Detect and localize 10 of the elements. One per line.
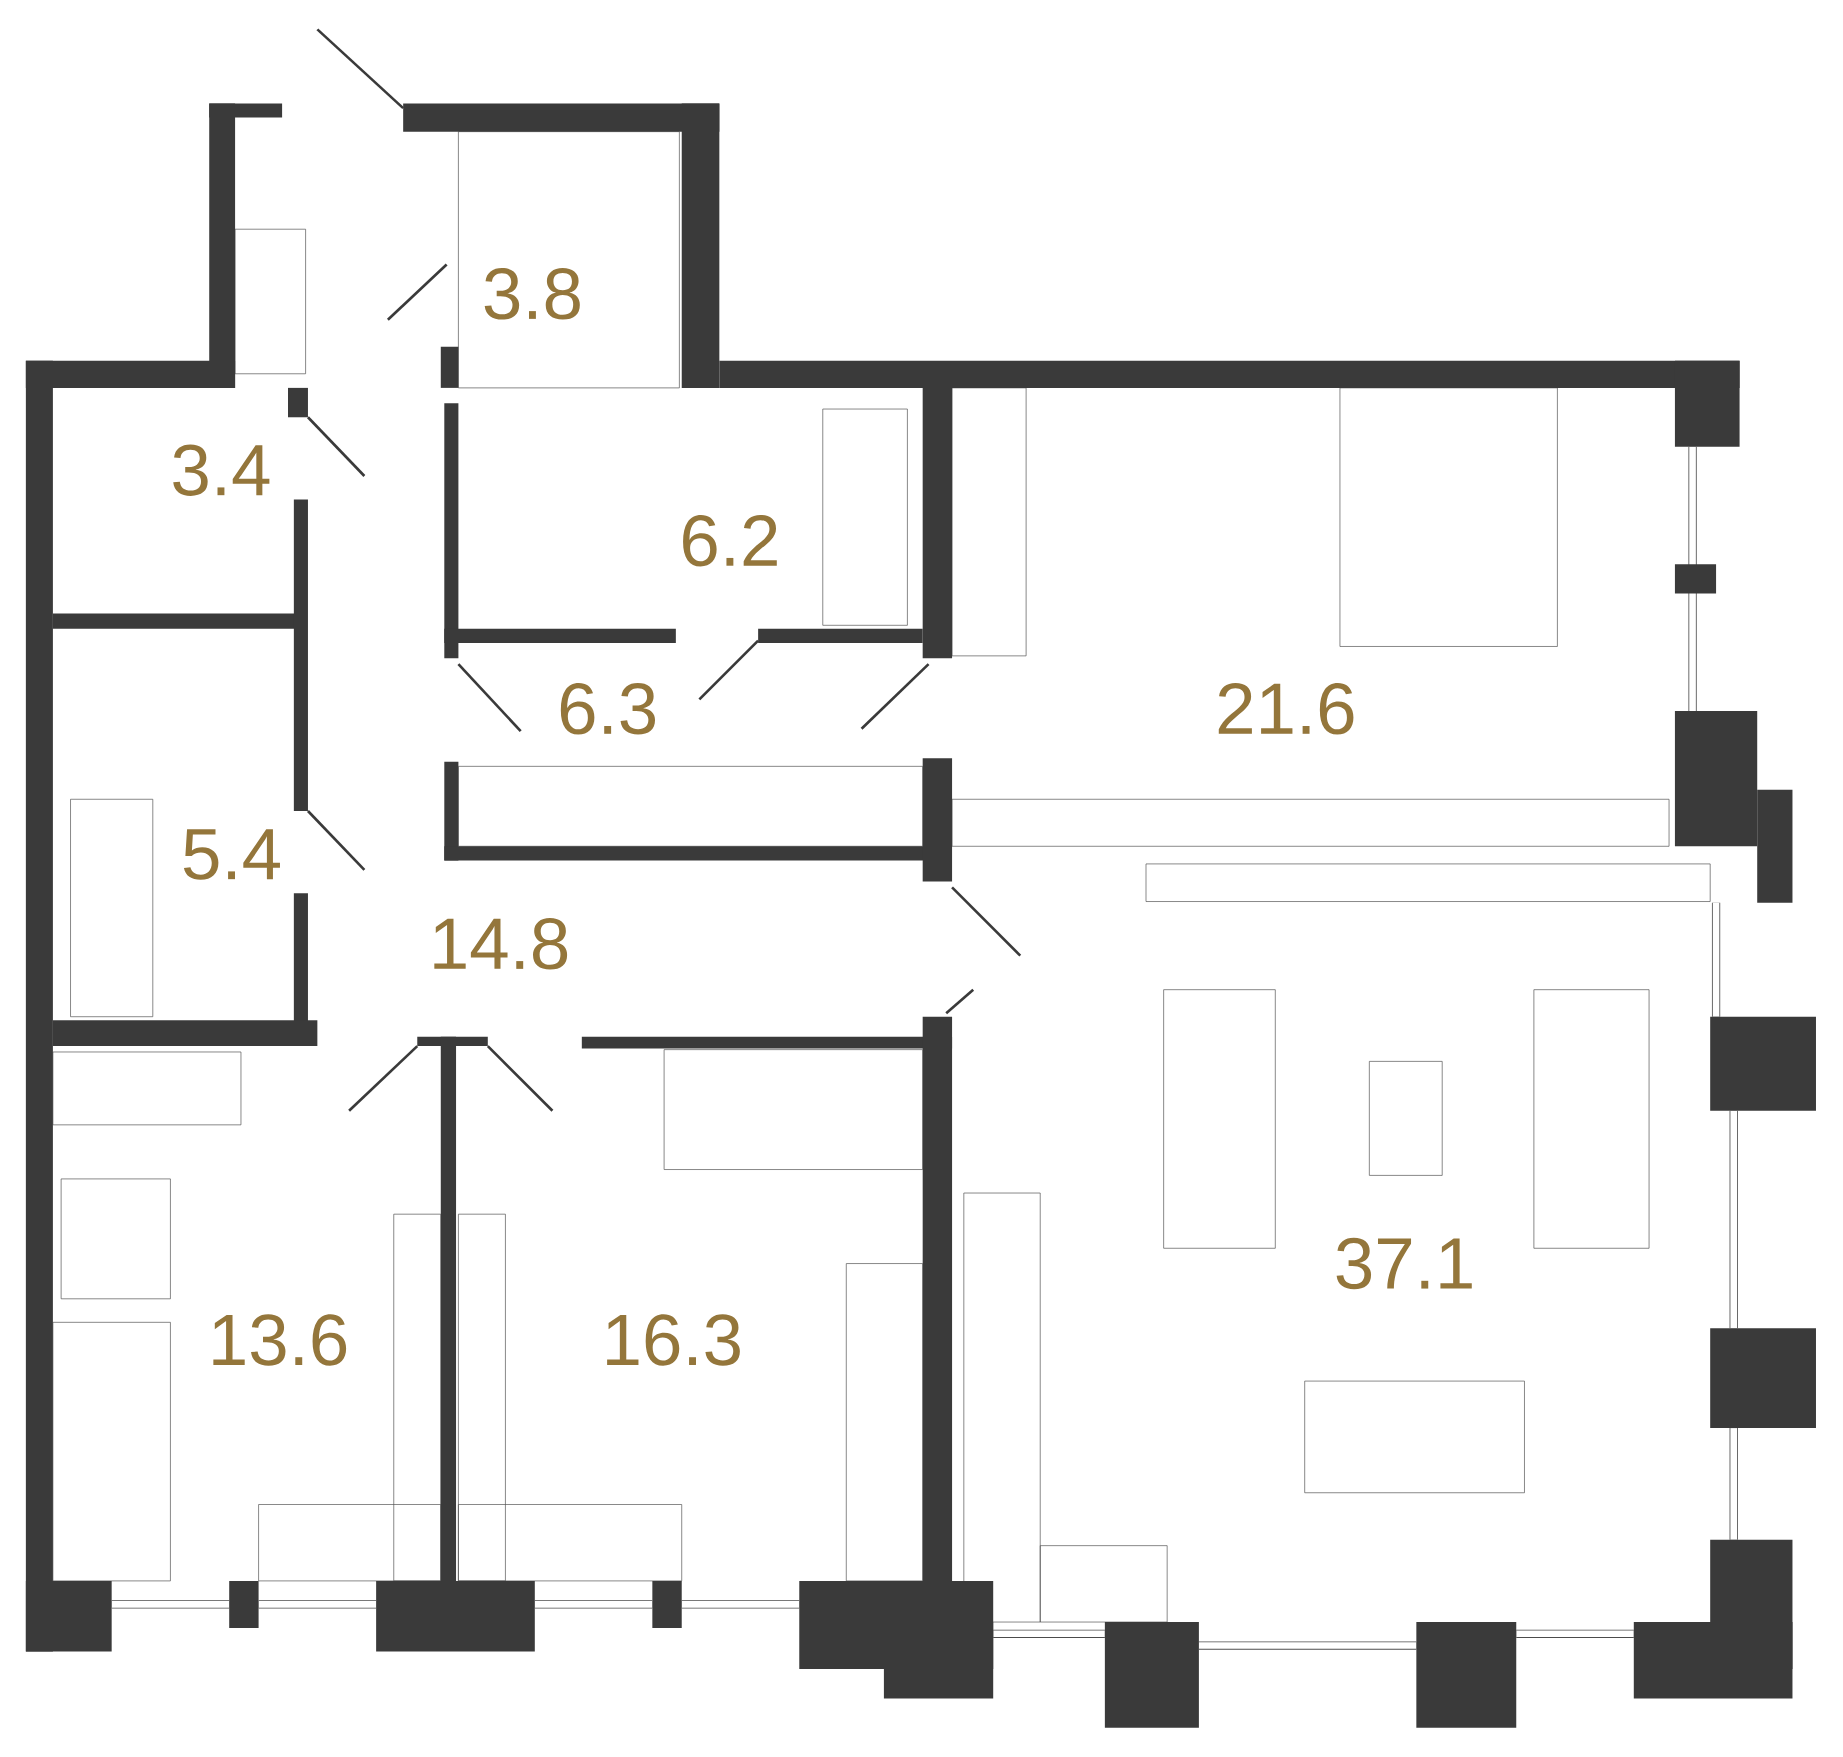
area-label: 3.8	[484, 268, 580, 320]
area-label: 5.4	[183, 829, 280, 880]
area-label: 14.8	[434, 918, 568, 970]
area-label: 16.3	[607, 1314, 740, 1366]
area-label: 6.3	[560, 682, 655, 735]
area-label: 6.2	[683, 514, 777, 567]
area-label: 3.4	[173, 444, 270, 496]
area-label: 37.1	[1336, 1237, 1472, 1290]
area-label: 21.6	[1218, 682, 1354, 735]
area-label: 13.6	[213, 1314, 347, 1366]
